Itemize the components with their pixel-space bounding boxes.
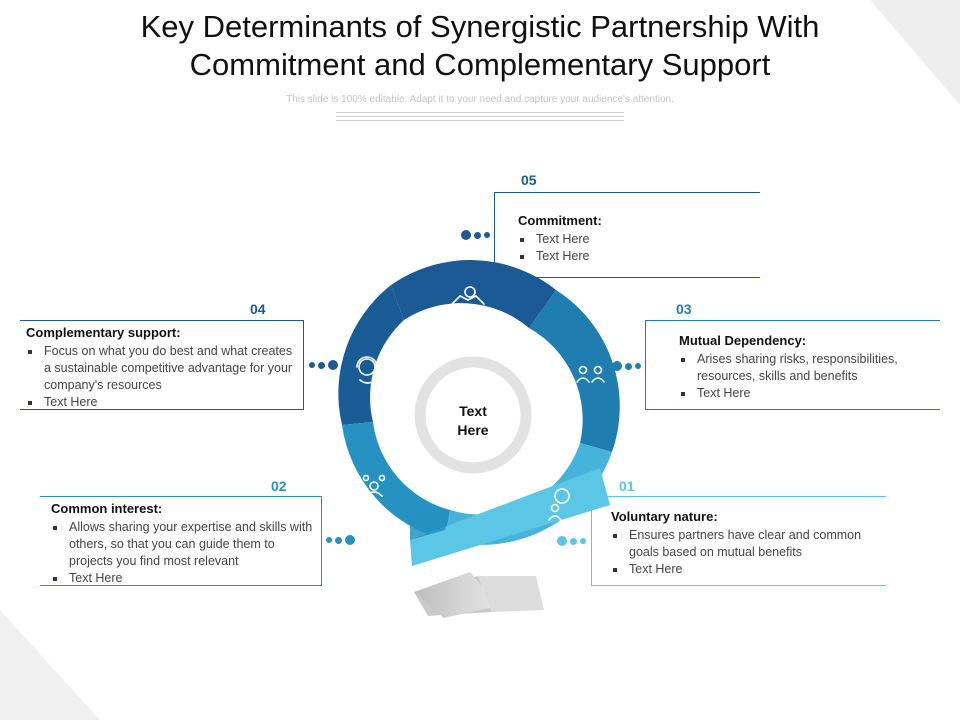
item-02-card: Common interest: Allows sharing your exp… [40,496,322,586]
item-02-bullets: Allows sharing your expertise and skills… [51,519,313,587]
item-04-card: Complementary support: Focus on what you… [20,320,304,410]
item-02-bullet-1: Allows sharing your expertise and skills… [51,519,313,570]
person-settings-icon [548,488,570,521]
item-01-number: 01 [619,478,635,494]
item-02-dots [326,535,355,545]
item-02-heading: Common interest: [51,501,163,516]
title-line-1: Key Determinants of Synergistic Partners… [140,9,820,44]
item-04-bullet-1: Focus on what you do best and what creat… [26,343,297,394]
item-01-heading: Voluntary nature: [611,509,718,524]
item-03-dots [612,361,641,371]
item-01-bullet-2: Text Here [611,561,886,578]
ring-segment-02 [342,422,450,540]
item-05-bullet-2: Text Here [518,248,760,265]
ribbon-front [410,468,610,566]
team-network-icon [362,474,386,497]
item-01-dots [557,536,586,546]
item-03-heading: Mutual Dependency: [679,333,807,348]
handshake-icon [451,286,485,311]
item-03-bullets: Arises sharing risks, responsibilities, … [679,351,940,402]
item-05-dots [461,230,490,240]
headset-support-icon [356,356,378,384]
item-05-number: 05 [521,172,537,188]
item-03-number: 03 [676,301,692,317]
subtitle-divider-3 [336,120,624,121]
people-exchange-icon [576,365,605,383]
item-04-heading: Complementary support: [26,325,181,340]
slide-subtitle: This slide is 100% editable. Adapt it to… [286,94,674,105]
inner-gray-ring [414,356,532,474]
item-04-number: 04 [250,301,266,317]
item-01-bullets: Ensures partners have clear and common g… [611,527,886,578]
center-line-1: Text [459,403,487,419]
ribbon-shadow-3 [478,576,544,612]
ribbon-fold [410,510,450,540]
ring-segment-04 [338,285,404,425]
item-04-bullet-2: Text Here [26,394,297,411]
item-01-card: Voluntary nature: Ensures partners have … [591,496,886,586]
item-04-bullets: Focus on what you do best and what creat… [26,343,297,411]
item-03-bullet-2: Text Here [679,385,940,402]
item-02-bullet-2: Text Here [51,570,313,587]
center-line-2: Here [457,422,489,438]
item-05-bullets: Text Here Text Here [518,231,760,265]
item-03-card: Mutual Dependency: Arises sharing risks,… [645,320,940,410]
subtitle-divider-1 [336,112,624,113]
item-05-heading: Commitment: [518,213,602,228]
item-04-dots [309,360,338,370]
title-line-2: Commitment and Complementary Support [189,47,771,82]
item-03-bullet-1: Arises sharing risks, responsibilities, … [679,351,940,385]
corner-decoration-bottom-left [0,610,100,720]
ribbon-shadow-2 [414,572,498,618]
ring-segment-03 [529,290,620,452]
corner-decoration-top-right [870,0,960,105]
subtitle-divider-2 [336,116,624,117]
item-05-bullet-1: Text Here [518,231,760,248]
center-label: Text Here [433,402,513,440]
slide-title: Key Determinants of Synergistic Partners… [0,8,960,84]
item-05-card: Commitment: Text Here Text Here [494,192,760,278]
item-02-number: 02 [271,478,287,494]
item-01-bullet-1: Ensures partners have clear and common g… [611,527,886,561]
